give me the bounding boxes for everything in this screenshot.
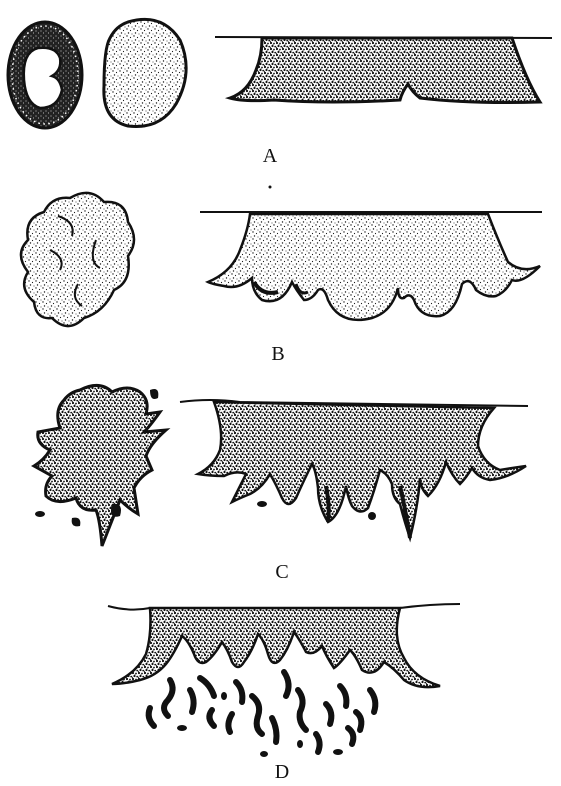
panel-label-c: C xyxy=(275,561,288,583)
panel-c: C xyxy=(34,385,528,583)
panel-label-a: A xyxy=(263,145,278,167)
panel-label-b: B xyxy=(271,343,284,365)
panel-c-cell-surface-profile xyxy=(180,400,528,538)
panel-c-spiked-cell xyxy=(34,385,166,546)
panel-a-ring-cell xyxy=(8,22,82,128)
panel-b: B xyxy=(21,193,542,365)
panel-d-sickle-fragments xyxy=(149,672,376,752)
panel-a-oval-cell xyxy=(104,19,186,126)
panel-b-lobed-cell xyxy=(21,193,134,326)
panel-b-cell-surface-profile xyxy=(200,212,542,320)
stray-dot xyxy=(269,186,272,189)
panel-a-cell-surface-profile xyxy=(215,37,552,103)
panel-a: A xyxy=(8,19,552,167)
panel-label-d: D xyxy=(275,761,289,783)
panel-d: D xyxy=(108,604,460,783)
panel-c-dot xyxy=(368,512,376,520)
